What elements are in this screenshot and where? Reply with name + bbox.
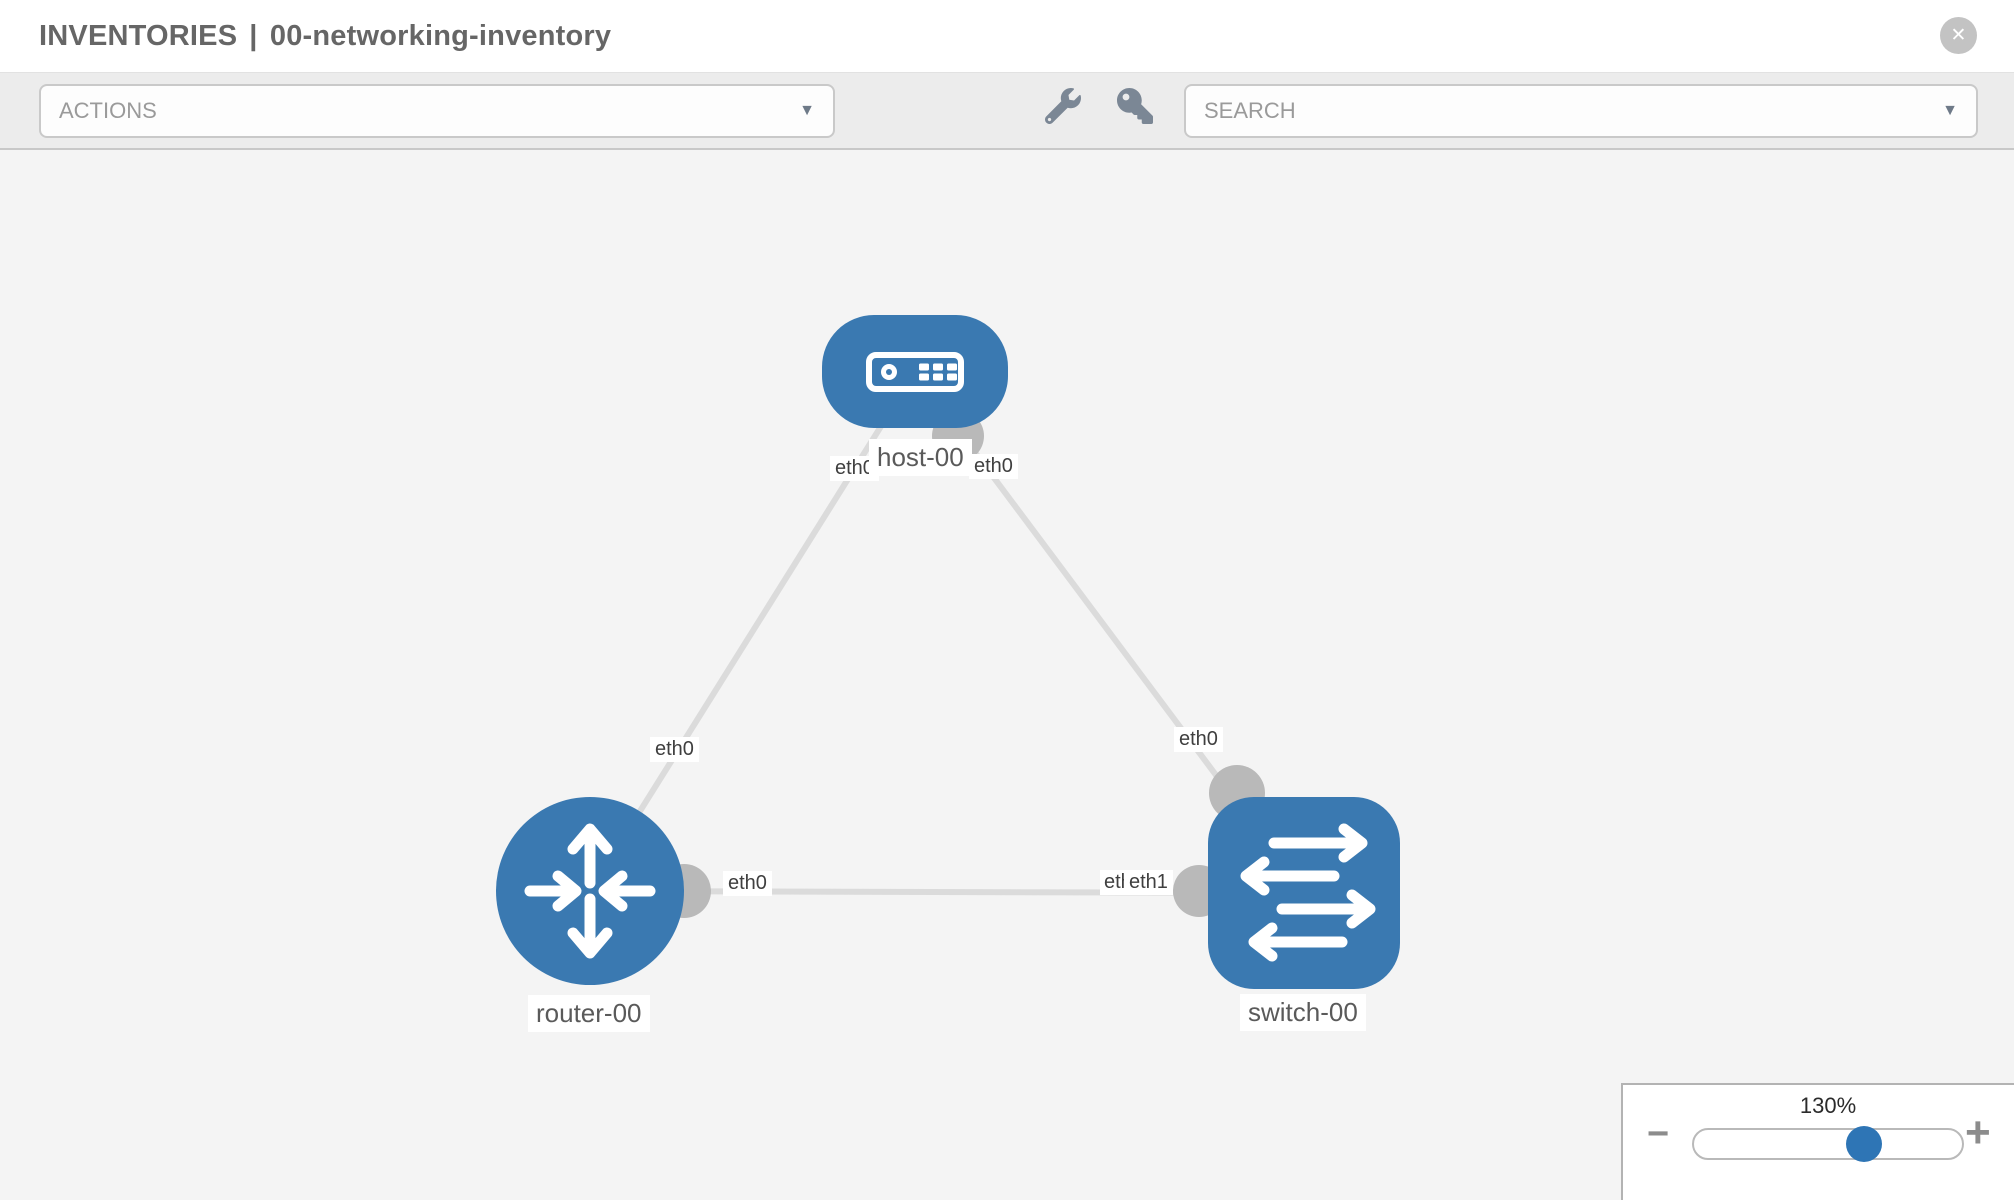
interface-label: eth0 (969, 454, 1018, 479)
node-switch-00[interactable] (1208, 797, 1400, 989)
zoom-control-panel: 130% − + (1621, 1083, 2014, 1200)
credentials-button[interactable] (1113, 81, 1157, 131)
actions-dropdown-label: ACTIONS (59, 98, 157, 123)
interface-label: eth0 (723, 871, 772, 896)
actions-dropdown[interactable]: ACTIONS ▼ (39, 84, 835, 138)
chevron-down-icon: ▼ (799, 102, 815, 119)
zoom-out-button[interactable]: − (1647, 1113, 1670, 1155)
zoom-slider-thumb[interactable] (1846, 1126, 1882, 1162)
toolbar: ACTIONS ▼ SEARCH ▼ (0, 73, 2014, 150)
node-host-00[interactable] (822, 315, 1008, 428)
switch-icon (1240, 823, 1376, 962)
router-icon (524, 823, 656, 959)
zoom-in-button[interactable]: + (1965, 1108, 1991, 1157)
node-label-router: router-00 (528, 995, 650, 1032)
node-router-00[interactable] (496, 797, 684, 985)
inventory-name: 00-networking-inventory (269, 19, 612, 52)
key-icon (1117, 88, 1153, 124)
configure-button[interactable] (1041, 81, 1085, 131)
search-dropdown[interactable]: SEARCH ▼ (1184, 84, 1978, 138)
zoom-slider-track[interactable] (1692, 1126, 1964, 1162)
chevron-down-icon: ▼ (1942, 102, 1958, 119)
page-title: INVENTORIES | 00-networking-inventory (39, 20, 619, 53)
interface-label: eth0 (650, 737, 699, 762)
topology-canvas[interactable]: eth0 host-00 eth0 eth0 eth0 eth0 eth0 et… (0, 150, 2014, 1200)
breadcrumb-divider: | (249, 19, 258, 52)
interface-label: eth1 (1124, 870, 1173, 895)
close-icon: ✕ (1950, 25, 1967, 46)
interface-label: eth0 (1174, 727, 1223, 752)
host-icon (866, 352, 964, 392)
close-button[interactable]: ✕ (1940, 17, 1977, 54)
wrench-icon (1045, 88, 1081, 124)
search-dropdown-label: SEARCH (1204, 98, 1296, 123)
header: INVENTORIES | 00-networking-inventory ✕ (0, 0, 2014, 73)
zoom-level-value: 130% (1799, 1093, 1857, 1118)
node-label-host: host-00 (869, 439, 972, 476)
node-label-switch: switch-00 (1240, 994, 1366, 1031)
topology-graph (496, 315, 1400, 989)
breadcrumb-section: INVENTORIES (39, 19, 238, 52)
